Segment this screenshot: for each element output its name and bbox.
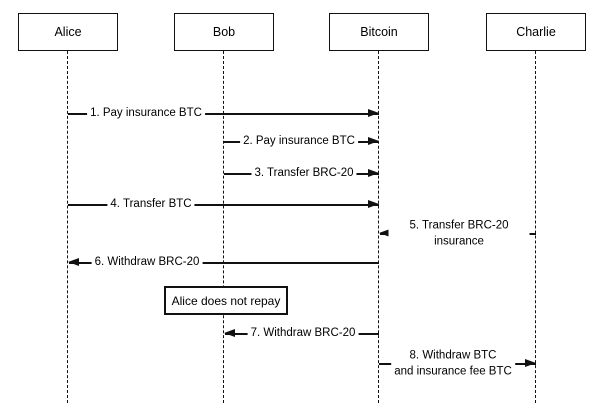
arrowhead-right-icon	[368, 200, 379, 208]
actor-box-bob: Bob	[174, 13, 274, 51]
actor-label: Bob	[212, 25, 236, 39]
actor-label: Bitcoin	[360, 25, 398, 39]
message-label: 1. Pay insurance BTC	[87, 105, 205, 123]
actor-box-alice: Alice	[18, 13, 118, 51]
arrowhead-right-icon	[368, 109, 379, 117]
actor-box-charlie: Charlie	[486, 13, 586, 51]
message-label: 6. Withdraw BRC-20	[91, 254, 203, 272]
arrowhead-left-icon	[68, 258, 79, 266]
message-label: 8. Withdraw BTC and insurance fee BTC	[391, 347, 515, 381]
note-label: Alice does not repay	[171, 293, 281, 308]
arrowhead-left-icon	[224, 329, 235, 337]
message-label: 7. Withdraw BRC-20	[247, 325, 359, 343]
arrowhead-left-icon	[379, 229, 390, 237]
arrowhead-right-icon	[368, 169, 379, 177]
message-label: 5. Transfer BRC-20 insurance	[388, 217, 530, 251]
actor-label: Charlie	[516, 25, 556, 39]
arrowhead-right-icon	[525, 359, 536, 367]
message-line	[68, 113, 379, 115]
message-line	[69, 262, 379, 264]
lifeline-bob	[223, 51, 224, 403]
lifeline-bitcoin	[378, 51, 379, 403]
actor-box-bitcoin: Bitcoin	[329, 13, 429, 51]
message-line	[68, 204, 379, 206]
actor-label: Alice	[54, 25, 82, 39]
message-label: 2. Pay insurance BTC	[240, 133, 358, 151]
message-label: 3. Transfer BRC-20	[251, 165, 357, 183]
arrowhead-right-icon	[368, 137, 379, 145]
lifeline-charlie	[535, 51, 536, 403]
note-box: Alice does not repay	[164, 286, 288, 315]
message-label: 4. Transfer BTC	[107, 196, 195, 214]
lifeline-alice	[67, 51, 68, 403]
